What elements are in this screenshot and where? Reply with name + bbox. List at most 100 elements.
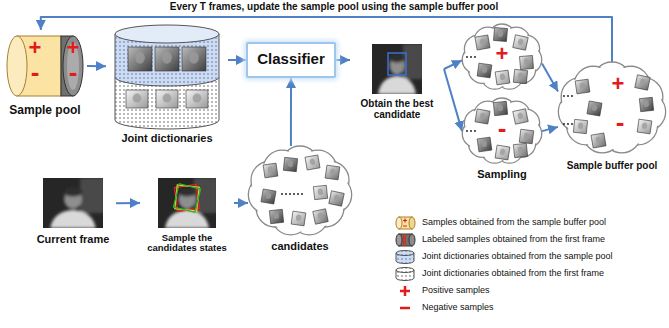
positive-sample-cloud-shape-part-part-part [475, 35, 490, 50]
current-frame-shape-part-part-part [80, 178, 103, 213]
candidates-cloud-shape-part-part-part [313, 209, 328, 224]
candidate-states-shape-part-part-part [178, 188, 197, 197]
legend-sample-part [403, 218, 407, 226]
positive-sample-cloud-shape-part [462, 24, 541, 89]
negative-sample-cloud-shape-part [462, 98, 541, 163]
flow-arrow [336, 59, 350, 61]
candidates-cloud-shape-part-part-part [325, 165, 340, 180]
negative-sign: - [492, 114, 512, 143]
legend-text: Samples obtained from the sample buffer … [422, 218, 606, 228]
sample-buffer-pool-shape-part-part-part [595, 136, 601, 143]
joint-dictionaries-shape-part [128, 47, 152, 71]
sample-buffer-pool-shape-part-part [567, 123, 569, 125]
positive-sample-cloud-shape-part-part-part [499, 73, 505, 80]
sample-buffer-pool-shape-part-part-part [573, 119, 587, 133]
node-label: Sample pool [3, 104, 87, 117]
flow-arrow [290, 78, 292, 146]
candidates-cloud-shape-part-part [313, 185, 327, 199]
sample-buffer-pool-shape-part-part-part [642, 122, 648, 129]
legend: Samples obtained from the sample buffer … [392, 214, 613, 316]
sample-buffer-pool-shape-part-part [637, 119, 652, 134]
joint-dictionaries-shape-part [186, 90, 208, 108]
positive-sample-cloud-shape-part-part-part [479, 38, 485, 45]
joint-dictionaries-shape-part-part [126, 90, 148, 108]
positive-sample-cloud-shape-part-part-part [477, 63, 492, 78]
legend-sample [392, 300, 418, 316]
sample-buffer-pool-shape-part-part [591, 133, 606, 148]
flow-arrow [234, 202, 248, 204]
candidates-cloud-shape-part-part [289, 193, 291, 195]
candidates-cloud-shape-part-part [291, 211, 306, 226]
node-label: Sample buffer pool [558, 160, 666, 171]
sample-buffer-pool-shape-part-part [571, 123, 573, 125]
legend-text: Negative samples [422, 303, 494, 313]
node-label: candidates [248, 240, 352, 252]
legend-row: Labeled samples obtained from the first … [392, 231, 613, 248]
candidates-cloud-shape-part-part [313, 209, 328, 224]
candidates-cloud-shape-part-part-part [269, 209, 283, 223]
joint-dictionaries: Joint dictionaries [106, 24, 228, 148]
best-candidate-shape-part-part [378, 44, 422, 94]
positive-sample-cloud-shape-part-part-part [513, 69, 527, 83]
positive-sample-cloud-shape-part-part-part [517, 38, 523, 45]
positive-sample-cloud-shape-part-part-part [498, 30, 504, 37]
candidates-cloud-shape-part-part [263, 163, 278, 178]
legend-sample-part [403, 234, 406, 246]
positive-sample-cloud-shape-part-part [495, 70, 510, 85]
best-candidate-shape-part [388, 53, 406, 75]
legend-sample [392, 283, 418, 299]
candidates-cloud-shape-part-part-part [329, 191, 344, 206]
candidates-cloud-shape-part-part [285, 193, 287, 195]
negative-sample-cloud-shape-part-part-part [477, 137, 492, 152]
candidates-cloud-shape-part-part [325, 165, 340, 180]
legend-row: Samples obtained from the sample buffer … [392, 214, 613, 231]
sample-buffer-pool: +-Sample buffer pool [558, 62, 666, 180]
positive-sample-cloud-shape-part-part [513, 35, 528, 50]
candidates-cloud-shape-part-part [329, 191, 344, 206]
legend-sample [392, 266, 418, 282]
candidates-cloud-shape-part-part [269, 209, 283, 223]
sample-pool-shape-part [63, 36, 83, 96]
candidates-cloud-shape-part-part [281, 193, 283, 195]
candidates-cloud-shape-part-part-part [309, 158, 315, 165]
sample-buffer-pool-shape-part-part-part [635, 75, 650, 90]
candidates-cloud-shape-part-part-part [305, 155, 320, 170]
joint-dictionaries-shape-part-part [128, 47, 152, 71]
candidates-cloud-shape-part-part-part [263, 163, 278, 178]
candidates-cloud-shape-part-part [293, 193, 295, 195]
joint-dictionaries-shape-part-part [193, 94, 202, 103]
negative-sample-cloud-shape-part-part-part [500, 148, 506, 155]
best-candidate: Obtain the best candidate [350, 44, 444, 126]
joint-dictionaries-shape-part [126, 90, 148, 108]
joint-dictionaries-shape-part-part [189, 52, 199, 64]
sample-buffer-pool-shape-part-part-part [578, 122, 584, 129]
legend-row: Positive samples [392, 282, 613, 299]
joint-dictionaries-shape-part-part [135, 52, 145, 64]
negative-sample-cloud-shape-part-part-part [498, 104, 504, 111]
current-frame-shape-part-part [50, 178, 103, 228]
positive-sample-cloud-shape-part-part-part [493, 27, 507, 41]
flow-arrow [542, 64, 558, 92]
edge-label: Every T frames, update the sample pool u… [168, 1, 500, 12]
joint-dictionaries-shape-part-part [155, 47, 179, 71]
node-label: Current frame [30, 233, 116, 245]
candidates-cloud-shape-part-part-part [318, 188, 324, 195]
sample-buffer-pool-shape-part [558, 62, 665, 153]
negative-sign: - [610, 108, 630, 137]
legend-row: Joint dictionaries obtained from the fir… [392, 265, 613, 282]
sample-buffer-pool-shape-part-part-part [575, 79, 590, 94]
sample-buffer-pool-shape-part-part-part [637, 119, 652, 134]
current-frame-shape-part-part-part [63, 188, 82, 197]
negative-sample-cloud-shape-part-part [513, 109, 528, 124]
node-label: Sample the candidates states [140, 233, 234, 254]
negative-sample-cloud-shape-part-part-part [524, 132, 530, 139]
flow-arrow [228, 59, 246, 61]
candidates-cloud-shape-part-part-part [333, 194, 339, 201]
negative-sample-cloud: - Sampling [462, 98, 542, 190]
sample-buffer-pool-shape-part-part [567, 95, 569, 97]
legend-sample [392, 249, 418, 265]
positive-sample-cloud: + [462, 24, 542, 90]
node-label: Sampling [462, 168, 542, 180]
sample-buffer-pool-shape-part-part [563, 95, 565, 97]
flow-arrow [444, 69, 462, 131]
